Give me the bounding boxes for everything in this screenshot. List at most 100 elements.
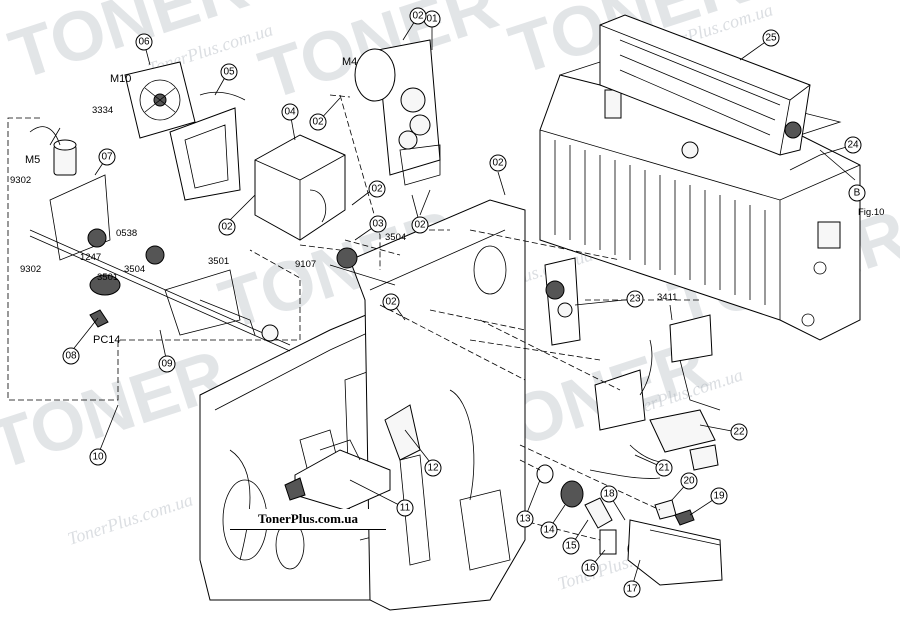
svg-text:11: 11 (400, 503, 411, 514)
svg-text:06: 06 (138, 37, 150, 48)
callout-16: 16 (581, 559, 599, 577)
callout-24: 24 (844, 136, 862, 154)
fan-06 (124, 61, 196, 139)
callout-22: 22 (730, 423, 748, 441)
part-label: 9302 (10, 175, 31, 186)
callout-02: 02 (218, 218, 236, 236)
duct-05 (169, 91, 246, 201)
callout-02: 02 (411, 216, 429, 234)
svg-text:02: 02 (371, 184, 383, 195)
figure-ref-label: Fig.10 (858, 207, 884, 218)
svg-text:22: 22 (733, 427, 745, 438)
harness-bracket-22 (589, 314, 721, 479)
svg-text:12: 12 (427, 463, 439, 474)
svg-text:07: 07 (101, 152, 113, 163)
part-label: 9302 (20, 264, 41, 275)
brackets-11-12 (284, 404, 421, 511)
svg-text:15: 15 (565, 541, 577, 552)
callout-09: 09 (158, 355, 176, 373)
svg-text:14: 14 (543, 525, 555, 536)
callout-11: 11 (396, 499, 414, 517)
bottom-parts (536, 464, 723, 586)
part-label: 3501 (97, 272, 118, 283)
svg-text:13: 13 (519, 514, 531, 525)
callout-02: 02 (309, 113, 327, 131)
svg-text:04: 04 (284, 107, 296, 118)
figure-reference: B Fig.10 (848, 184, 884, 218)
svg-text:02: 02 (312, 117, 324, 128)
callouts: 01 02 02 02 02 02 02 02 02 03 04 05 06 0… (62, 7, 862, 598)
svg-text:19: 19 (713, 491, 725, 502)
svg-text:20: 20 (683, 476, 695, 487)
svg-text:24: 24 (847, 140, 859, 151)
svg-text:17: 17 (626, 584, 638, 595)
part-label: M4 (342, 56, 357, 68)
part-label: PC14 (93, 334, 121, 346)
callout-02: 02 (382, 293, 400, 311)
callout-21: 21 (655, 459, 673, 477)
callout-10: 10 (89, 448, 107, 466)
watermark-site: TonerPlus.com.ua (65, 490, 195, 549)
callout-12: 12 (424, 459, 442, 477)
part-label: M5 (25, 154, 40, 166)
svg-text:18: 18 (603, 489, 615, 500)
site-banner: TonerPlus.com.ua (230, 509, 386, 530)
svg-text:10: 10 (92, 452, 104, 463)
svg-text:08: 08 (65, 351, 77, 362)
fuser-cover-25 (599, 14, 811, 156)
callout-15: 15 (562, 537, 580, 555)
svg-text:25: 25 (765, 33, 777, 44)
svg-text:02: 02 (492, 158, 504, 169)
figure-ref-circle: B (848, 184, 866, 202)
callout-20: 20 (680, 472, 698, 490)
shaft-assembly (29, 228, 291, 352)
callout-23: 23 (626, 290, 644, 308)
part-labels: M10 M4 M5 3334 9302 0538 9302 1247 3501 … (10, 56, 677, 346)
duct-04 (254, 134, 346, 241)
callout-08: 08 (62, 347, 80, 365)
callout-19: 19 (710, 487, 728, 505)
callout-06: 06 (135, 33, 153, 51)
callout-07: 07 (98, 148, 116, 166)
callout-02: 02 (409, 7, 427, 25)
gear-bracket-23 (544, 257, 581, 346)
svg-text:01: 01 (426, 14, 438, 25)
callout-17: 17 (623, 580, 641, 598)
part-label: M10 (110, 73, 131, 85)
callout-02: 02 (368, 180, 386, 198)
svg-text:02: 02 (221, 222, 233, 233)
part-label: 0538 (116, 228, 137, 239)
explode-lines (299, 94, 700, 541)
svg-text:02: 02 (414, 220, 426, 231)
callout-14: 14 (540, 521, 558, 539)
callout-25: 25 (762, 29, 780, 47)
svg-text:03: 03 (372, 219, 384, 230)
svg-text:02: 02 (412, 11, 424, 22)
assembly-10-boundary (7, 117, 301, 401)
inner-frame (349, 199, 526, 611)
part-label: 3504 (124, 264, 145, 275)
callout-04: 04 (281, 103, 299, 121)
part-label: 3334 (92, 105, 113, 116)
callout-05: 05 (220, 63, 238, 81)
callout-13: 13 (516, 510, 534, 528)
part-label: 3501 (208, 256, 229, 267)
svg-text:05: 05 (223, 67, 235, 78)
svg-text:B: B (854, 188, 861, 199)
part-label: 1247 (80, 252, 101, 263)
svg-text:16: 16 (584, 563, 596, 574)
callout-01: 01 (423, 10, 441, 28)
drive-bracket-01 (354, 39, 441, 186)
svg-text:02: 02 (385, 297, 397, 308)
svg-text:23: 23 (629, 294, 641, 305)
callout-03: 03 (369, 215, 387, 233)
svg-text:21: 21 (658, 463, 670, 474)
callout-02: 02 (489, 154, 507, 172)
motor-bracket-07 (29, 126, 111, 261)
part-label: 3411 (657, 292, 677, 303)
svg-text:09: 09 (161, 359, 173, 370)
gear-03 (329, 247, 396, 286)
part-label: 3504 (385, 232, 406, 243)
part-label: 9107 (295, 259, 316, 270)
